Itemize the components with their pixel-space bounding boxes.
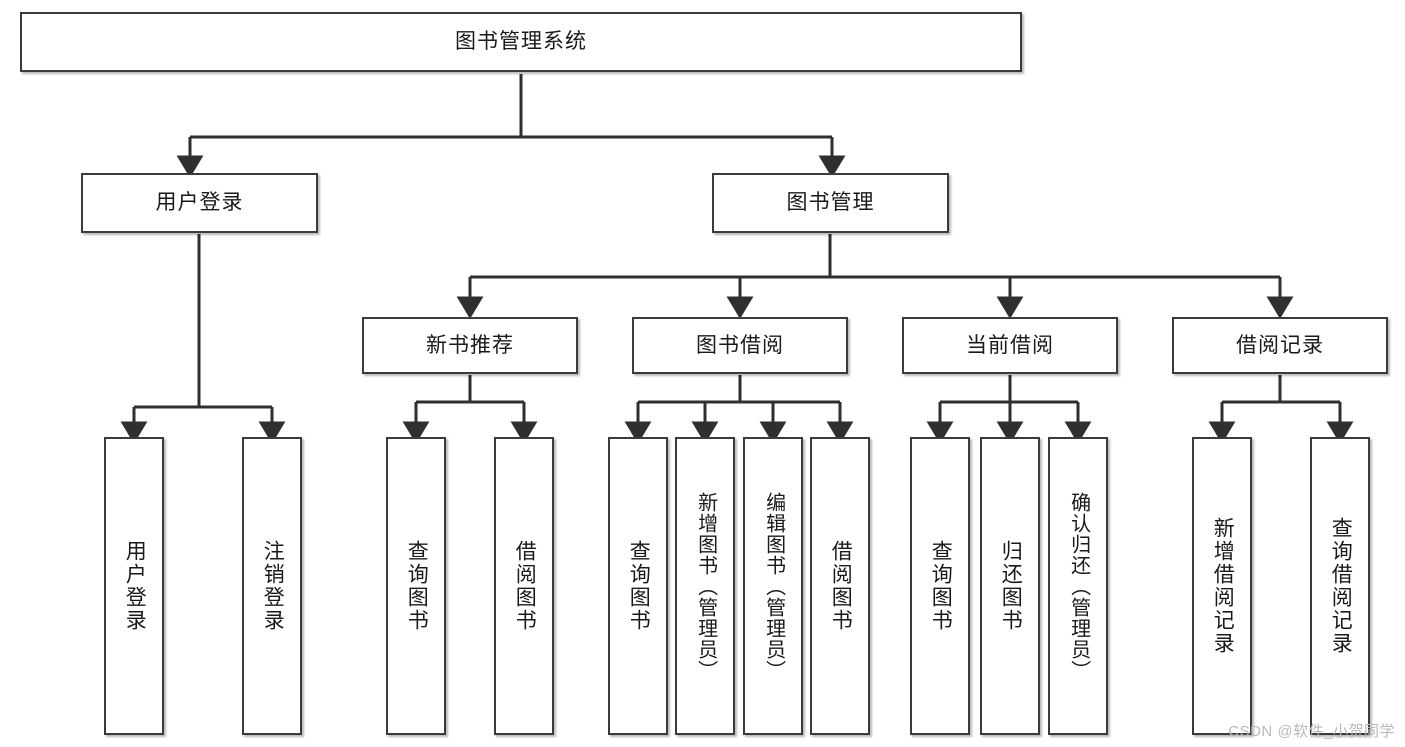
node-label: 编辑图书（管理员） — [762, 491, 785, 681]
node-label: 注销登录 — [261, 540, 285, 632]
node-label: 新书推荐 — [426, 333, 514, 357]
leaf-current-query-book[interactable]: 查询图书 — [910, 437, 970, 735]
node-book-management[interactable]: 图书管理 — [712, 173, 949, 233]
leaf-current-return-book[interactable]: 归还图书 — [980, 437, 1040, 735]
node-label: 归还图书 — [999, 540, 1023, 632]
node-label: 借阅图书 — [829, 540, 853, 632]
node-book-borrow[interactable]: 图书借阅 — [632, 317, 848, 374]
node-label: 新增借阅记录 — [1211, 517, 1235, 655]
leaf-recommend-borrow-book[interactable]: 借阅图书 — [494, 437, 554, 735]
node-label: 查询图书 — [627, 540, 651, 632]
leaf-current-confirm-return-admin[interactable]: 确认归还（管理员） — [1048, 437, 1108, 735]
node-label: 用户登录 — [123, 540, 147, 632]
csdn-watermark: CSDN @软件_小贺同学 — [1228, 723, 1395, 740]
node-user-login[interactable]: 用户登录 — [81, 173, 318, 233]
node-label: 当前借阅 — [966, 333, 1054, 357]
node-label: 查询图书 — [929, 540, 953, 632]
node-label: 图书管理系统 — [455, 30, 587, 54]
leaf-user-login-login[interactable]: 用户登录 — [104, 437, 164, 735]
node-label: 确认归还（管理员） — [1067, 491, 1090, 681]
node-root-system[interactable]: 图书管理系统 — [20, 12, 1022, 72]
node-label: 查询图书 — [405, 540, 429, 632]
leaf-user-login-logout[interactable]: 注销登录 — [242, 437, 302, 735]
leaf-record-add-record[interactable]: 新增借阅记录 — [1192, 437, 1252, 735]
node-current-borrow[interactable]: 当前借阅 — [902, 317, 1118, 374]
node-label: 用户登录 — [155, 191, 244, 215]
leaf-borrow-borrow-book[interactable]: 借阅图书 — [810, 437, 870, 735]
leaf-borrow-edit-book-admin[interactable]: 编辑图书（管理员） — [743, 437, 803, 735]
leaf-borrow-add-book-admin[interactable]: 新增图书（管理员） — [675, 437, 735, 735]
leaf-recommend-query-book[interactable]: 查询图书 — [386, 437, 446, 735]
node-label: 借阅记录 — [1236, 333, 1324, 357]
node-label: 借阅图书 — [513, 540, 537, 632]
node-label: 图书借阅 — [696, 333, 784, 357]
node-borrow-record[interactable]: 借阅记录 — [1172, 317, 1388, 374]
node-label: 新增图书（管理员） — [694, 491, 717, 681]
leaf-borrow-query-book[interactable]: 查询图书 — [608, 437, 668, 735]
node-label: 查询借阅记录 — [1329, 517, 1353, 655]
node-new-book-recommend[interactable]: 新书推荐 — [362, 317, 578, 374]
node-label: 图书管理 — [786, 191, 875, 215]
leaf-record-query-record[interactable]: 查询借阅记录 — [1310, 437, 1370, 735]
